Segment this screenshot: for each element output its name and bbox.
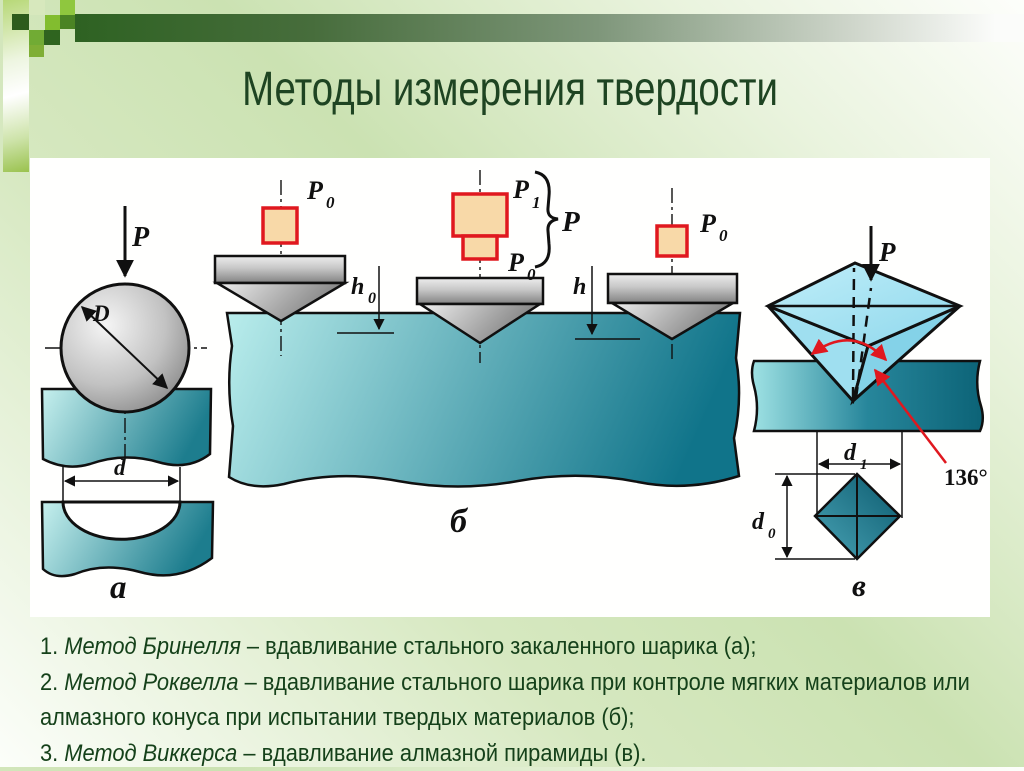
pixel-square-decoration (45, 15, 60, 30)
note-method-name: Метод Виккерса (64, 740, 237, 767)
pixel-square-decoration (60, 0, 75, 15)
note-number: 2. (40, 669, 64, 696)
note-text: – вдавливание алмазной пирамиды (в). (237, 740, 646, 767)
note-number: 3. (40, 740, 64, 767)
indent-width-label: d (114, 455, 126, 480)
pixel-square-decoration (29, 30, 44, 45)
depth0-label: h (351, 274, 364, 300)
caption-v: в (852, 568, 866, 603)
d0-label-sub: 0 (768, 526, 776, 542)
note-text: – вдавливание стального шарика при контр… (239, 669, 970, 696)
pixel-square-decoration (44, 30, 60, 45)
d0-label: d (752, 509, 765, 535)
pixel-square-decoration (29, 0, 45, 15)
note-number: 1. (40, 633, 64, 660)
diagram-panel: P D d а P 0 h 0 P 1 P 0 P h (30, 158, 990, 617)
note-line: 2. Метод Роквелла – вдавливание стальног… (40, 665, 970, 701)
d1-label-sub: 1 (860, 457, 868, 473)
total-load-brace (535, 172, 558, 267)
indenter-holder (215, 256, 345, 283)
load0-label-sub: 0 (527, 265, 536, 284)
note-text: – вдавливание стального закаленного шари… (241, 633, 757, 660)
note-text: алмазного конуса при испытании твердых м… (40, 704, 634, 731)
note-line: алмазного конуса при испытании твердых м… (40, 700, 970, 736)
note-method-name: Метод Бринелля (64, 633, 241, 660)
load0-label: P (507, 248, 525, 277)
method-notes: 1. Метод Бринелля – вдавливание стальног… (40, 629, 1024, 771)
preload-label-sub: 0 (326, 193, 335, 212)
force-label: P (878, 237, 896, 267)
header-bar-decoration (75, 14, 1024, 42)
hardness-methods-diagram: P D d а P 0 h 0 P 1 P 0 P h (30, 158, 990, 617)
ball-diameter-label: D (92, 301, 110, 326)
load1-label: P (512, 175, 530, 204)
pixel-square-decoration (12, 14, 29, 30)
caption-b: б (450, 503, 469, 540)
depth-label: h (573, 274, 586, 300)
brinell-diagram: P D d а (42, 206, 213, 606)
load1-label-sub: 1 (532, 193, 541, 212)
page-title: Методы измерения твердости (126, 62, 894, 117)
note-line: 3. Метод Виккерса – вдавливание алмазной… (40, 736, 970, 771)
d1-label: d (844, 440, 857, 466)
main-load-weight (453, 194, 507, 236)
depth0-label-sub: 0 (368, 290, 376, 307)
indenter-holder (608, 274, 737, 303)
total-load-label: P (561, 206, 580, 238)
vickers-diagram: P 136° d 1 d 0 в (752, 226, 988, 603)
residual-load-label-sub: 0 (719, 226, 728, 245)
preload-weight-small (463, 236, 497, 259)
pixel-square-decoration (60, 15, 75, 29)
pixel-square-decoration (29, 45, 44, 57)
preload-weight (263, 208, 297, 243)
force-label: P (131, 222, 150, 253)
preload-label: P (306, 176, 324, 205)
face-angle-label: 136° (944, 465, 988, 490)
residual-load-label: P (699, 209, 717, 238)
note-line: 1. Метод Бринелля – вдавливание стальног… (40, 629, 970, 665)
caption-a: а (110, 570, 127, 606)
indenter-holder (417, 278, 543, 304)
note-method-name: Метод Роквелла (64, 669, 238, 696)
preload-weight (657, 226, 687, 256)
rockwell-diagram: P 0 h 0 P 1 P 0 P h P 0 б (215, 170, 740, 540)
